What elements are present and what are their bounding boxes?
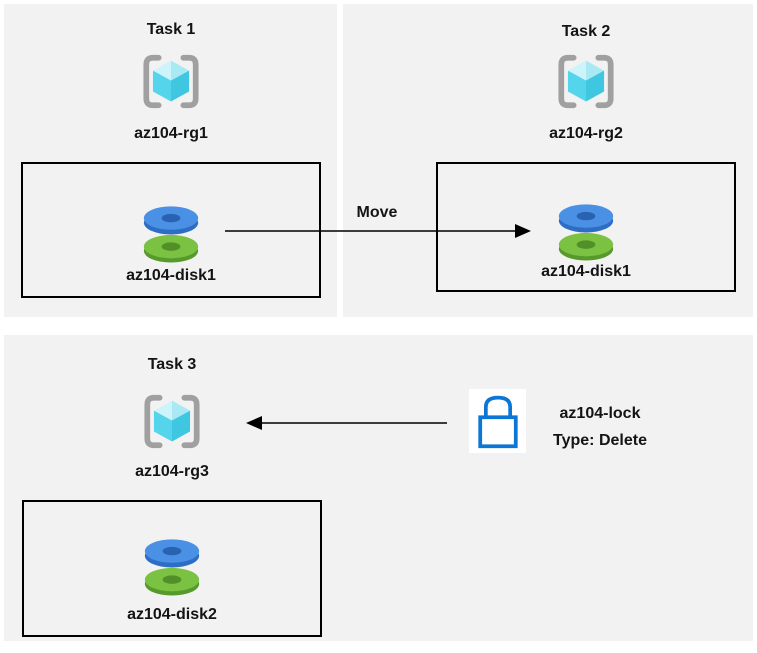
task2-panel: Task 2 az104-rg2 az104-disk1 <box>343 4 753 317</box>
task3-disk-box: az104-disk2 <box>22 500 322 637</box>
task3-panel: Task 3 az104-rg3 az104-disk2 <box>4 335 753 641</box>
move-arrow-label: Move <box>356 204 398 221</box>
task2-disk-label: az104-disk1 <box>541 263 631 280</box>
disk-icon <box>141 538 203 596</box>
lock-icon-glyph <box>477 395 518 449</box>
lock-icon <box>469 389 526 453</box>
lock-type-label: Type: Delete <box>553 432 647 449</box>
resource-group-icon <box>141 393 203 450</box>
disk-icon <box>140 205 202 263</box>
task1-resource-group-label: az104-rg1 <box>134 125 208 142</box>
task3-resource-group-label: az104-rg3 <box>135 463 209 480</box>
resource-group-icon <box>555 53 617 110</box>
disk-icon <box>555 203 617 261</box>
task2-resource-group-label: az104-rg2 <box>549 125 623 142</box>
lock-body <box>477 415 518 449</box>
lock-name-label: az104-lock <box>559 405 641 422</box>
task3-title: Task 3 <box>147 356 197 373</box>
lock-label-block: az104-lock Type: Delete <box>518 400 682 454</box>
task3-disk-label: az104-disk2 <box>127 606 217 623</box>
task2-title: Task 2 <box>561 23 611 40</box>
lock-shackle <box>483 395 512 419</box>
task1-panel: Task 1 az104-rg1 az104-disk1 <box>4 4 337 317</box>
task1-disk-box: az104-disk1 <box>21 162 321 298</box>
task1-disk-label: az104-disk1 <box>126 267 216 284</box>
task2-disk-box: az104-disk1 <box>436 162 736 292</box>
task1-title: Task 1 <box>146 21 196 38</box>
resource-group-icon <box>140 53 202 110</box>
